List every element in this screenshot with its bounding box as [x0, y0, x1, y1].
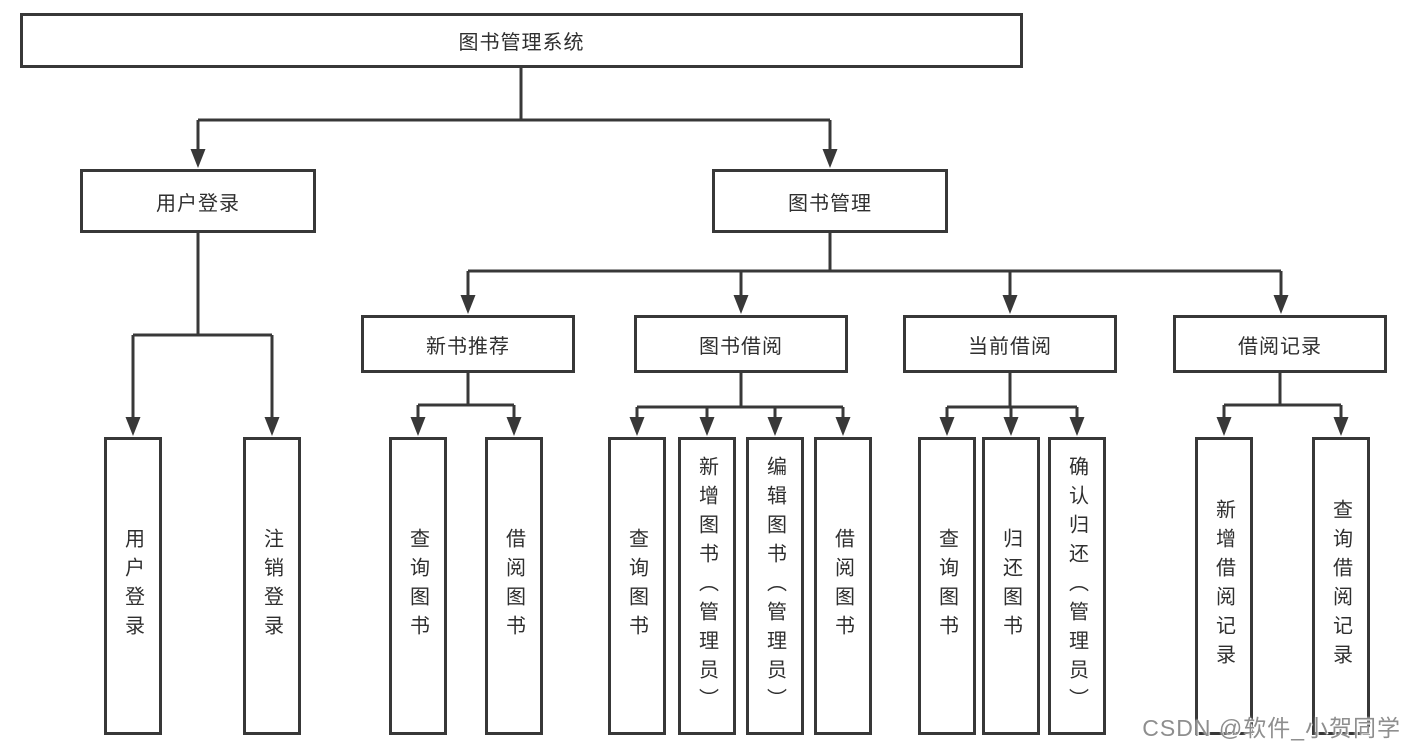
leaf-query-borrow-record: 查询借阅记录: [1312, 437, 1370, 735]
leaf-label: 借阅图书: [502, 528, 525, 644]
node-book-management: 图书管理: [712, 169, 948, 233]
leaf-label: 注销登录: [260, 528, 283, 644]
leaf-borrow-books-recommend: 借阅图书: [485, 437, 543, 735]
leaf-edit-book-admin: 编辑图书（管理员）: [746, 437, 804, 735]
leaf-add-borrow-record: 新增借阅记录: [1195, 437, 1253, 735]
leaf-label: 编辑图书（管理员）: [763, 455, 786, 717]
leaf-logout: 注销登录: [243, 437, 301, 735]
leaf-query-books-current: 查询图书: [918, 437, 976, 735]
leaf-label: 确认归还（管理员）: [1065, 455, 1088, 717]
connector-book-mgmt: [466, 233, 1283, 301]
leaf-label: 新增借阅记录: [1212, 499, 1235, 673]
leaf-label: 借阅图书: [831, 528, 854, 644]
node-library-management-system: 图书管理系统: [20, 13, 1023, 68]
node-user-login: 用户登录: [80, 169, 316, 233]
connector-borrow: [635, 373, 845, 422]
watermark: CSDN @软件_小贺同学: [1142, 715, 1401, 741]
connector-new-books: [416, 373, 516, 422]
leaf-label: 新增图书（管理员）: [695, 455, 718, 717]
node-borrow-records: 借阅记录: [1173, 315, 1387, 373]
node-new-book-recommend: 新书推荐: [361, 315, 575, 373]
arrowheads: [125, 149, 1349, 436]
leaf-query-books-borrow: 查询图书: [608, 437, 666, 735]
leaf-user-login: 用户登录: [104, 437, 162, 735]
leaf-label: 查询借阅记录: [1329, 499, 1352, 673]
connector-root: [196, 68, 832, 156]
leaf-label: 查询图书: [625, 528, 648, 644]
leaf-confirm-return-admin: 确认归还（管理员）: [1048, 437, 1106, 735]
node-current-borrow: 当前借阅: [903, 315, 1117, 373]
connector-current: [945, 373, 1079, 422]
leaf-return-books: 归还图书: [982, 437, 1040, 735]
leaf-label: 查询图书: [406, 528, 429, 644]
connector-records: [1222, 373, 1343, 422]
leaf-borrow-books: 借阅图书: [814, 437, 872, 735]
node-book-borrow: 图书借阅: [634, 315, 848, 373]
leaf-add-book-admin: 新增图书（管理员）: [678, 437, 736, 735]
connector-user-login: [131, 233, 274, 422]
leaf-label: 归还图书: [999, 528, 1022, 644]
leaf-label: 用户登录: [121, 528, 144, 644]
leaf-query-books-recommend: 查询图书: [389, 437, 447, 735]
leaf-label: 查询图书: [935, 528, 958, 644]
